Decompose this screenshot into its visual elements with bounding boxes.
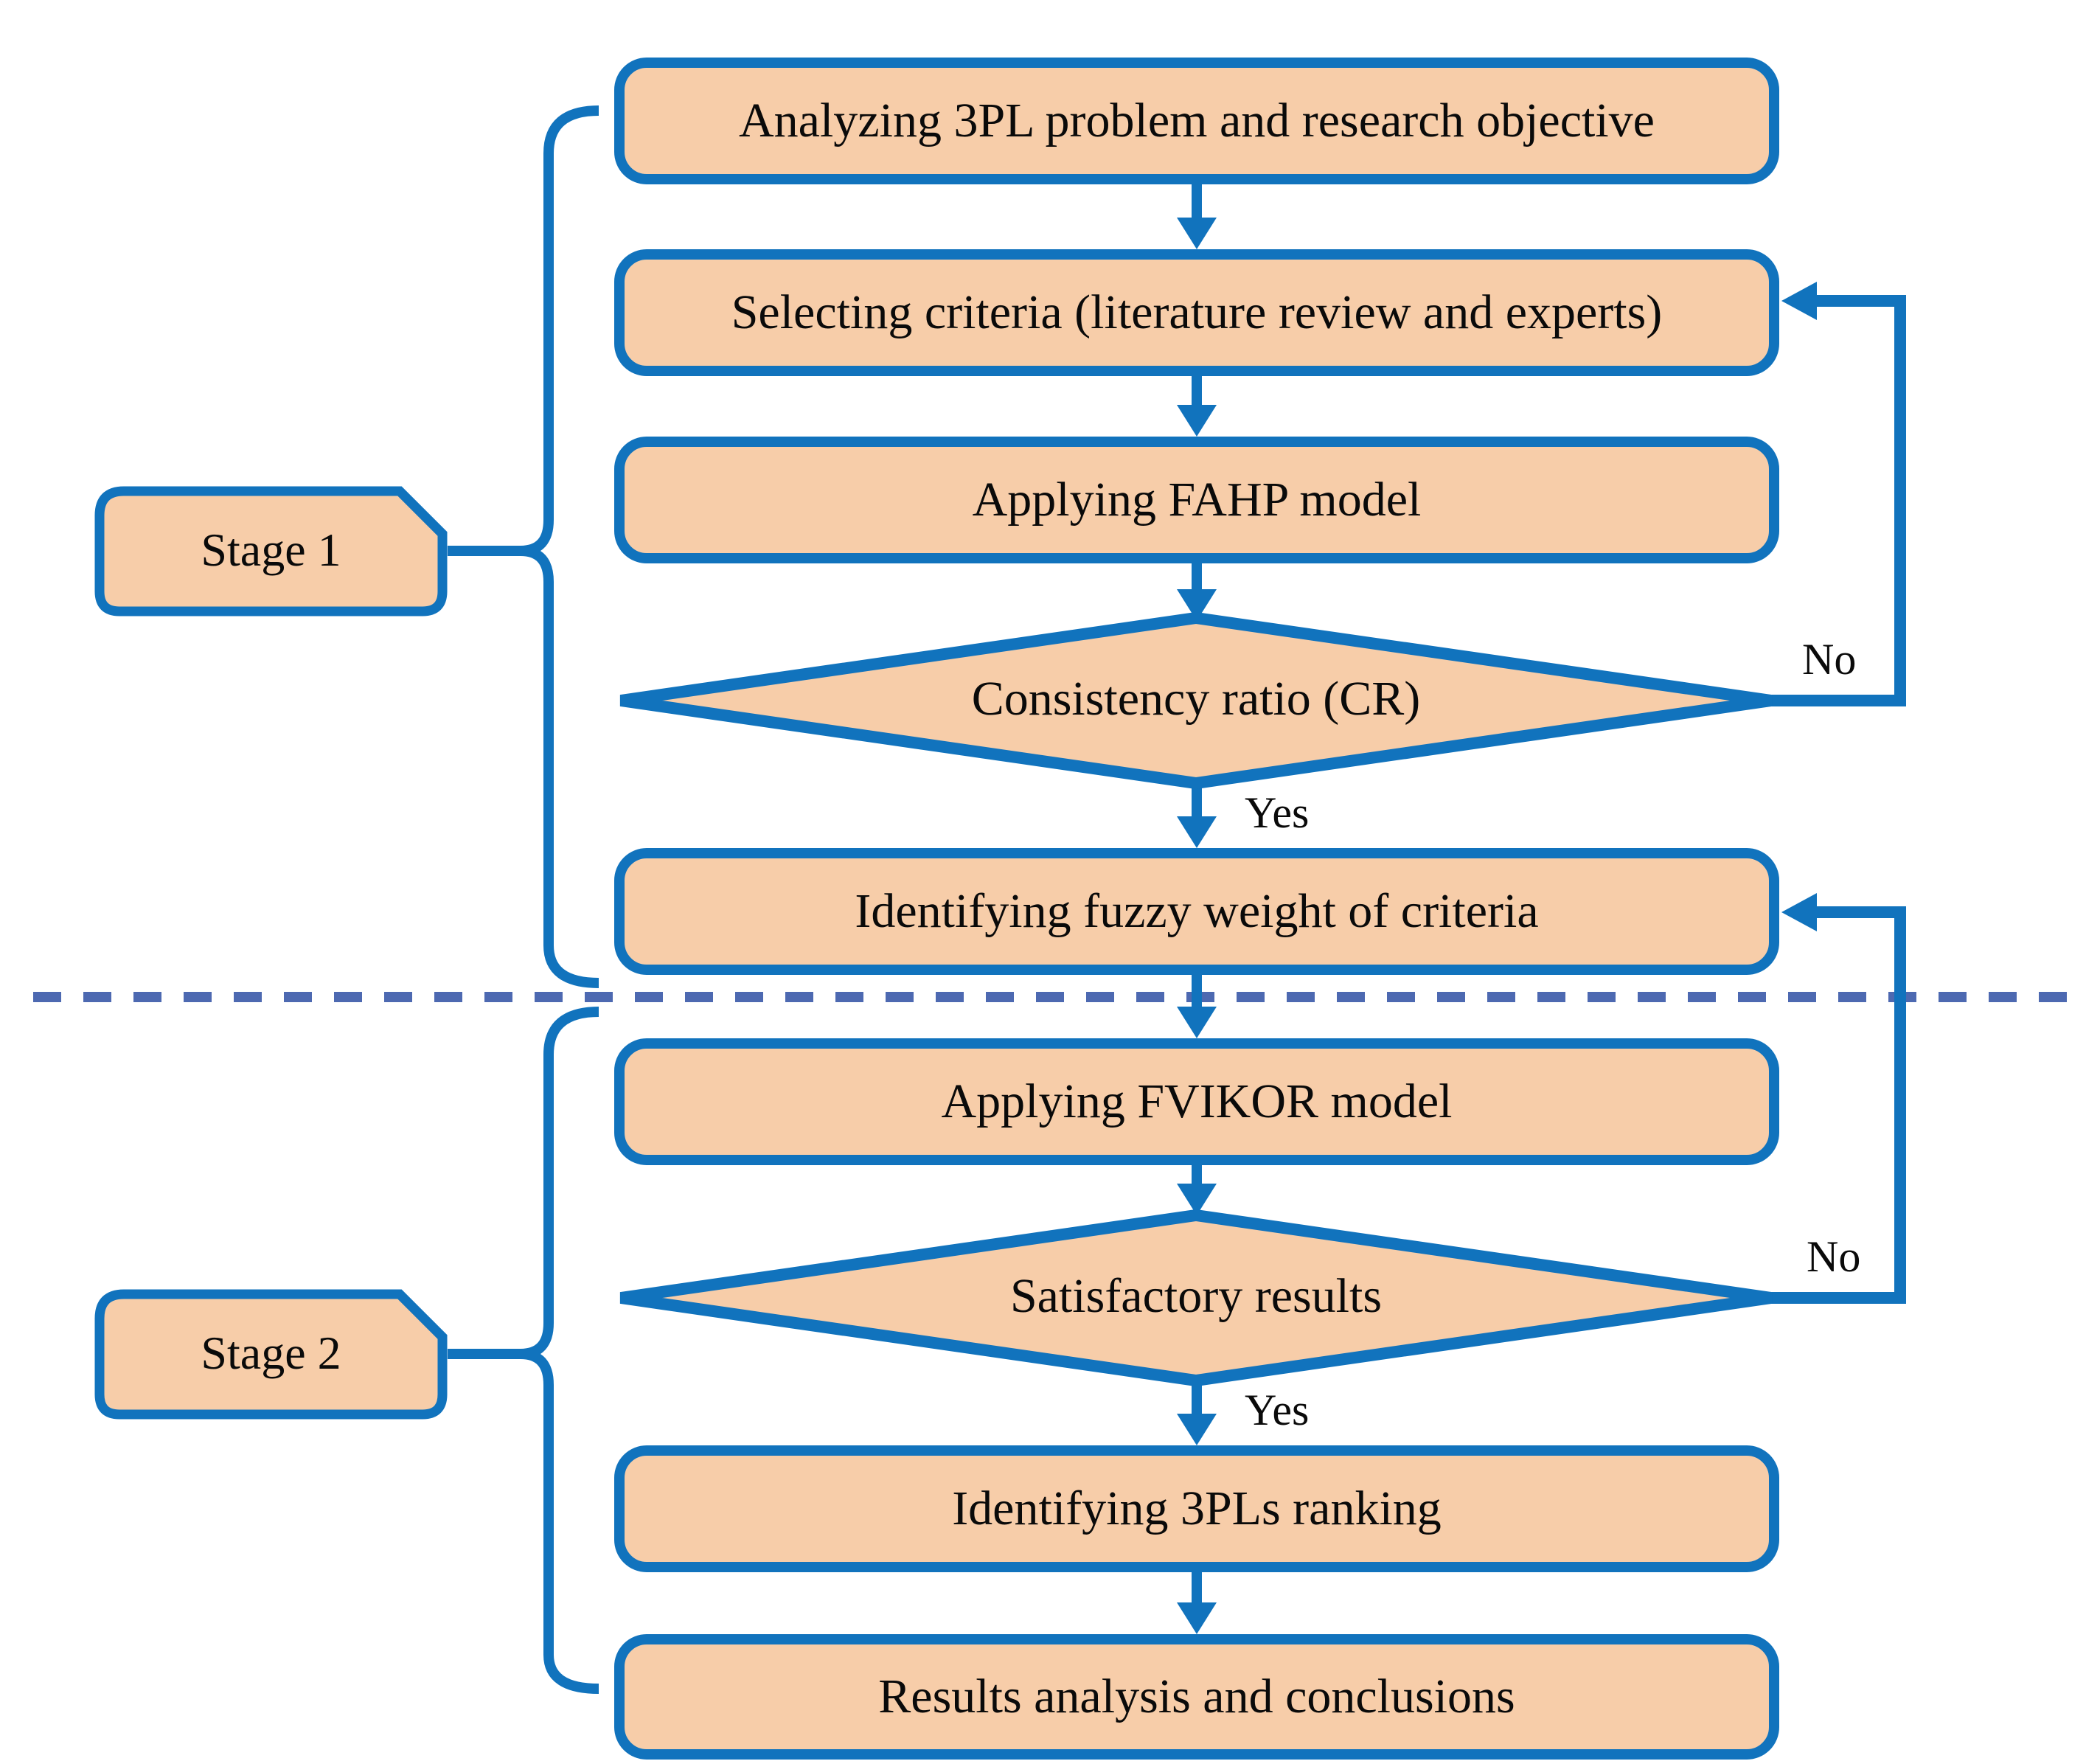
edge-label-yes-satisfactory: Yes	[1245, 1386, 1310, 1434]
process-box-results: Results analysis and conclusions	[614, 1634, 1779, 1760]
stage1-label: Stage 1	[201, 524, 341, 576]
process-box-fvikor: Applying FVIKOR model	[614, 1038, 1779, 1165]
stage2-label: Stage 2	[201, 1327, 341, 1379]
process-box-analyze: Analyzing 3PL problem and research objec…	[614, 58, 1779, 184]
process-box-fuzzy-weights-label: Identifying fuzzy weight of criteria	[855, 884, 1539, 938]
stage2-box-shape	[94, 1289, 448, 1420]
arrow-cr-yes-to-weights	[1177, 783, 1217, 848]
arrow-ranking-to-results	[1177, 1572, 1217, 1634]
process-box-select-criteria: Selecting criteria (literature review an…	[614, 249, 1779, 376]
arrow-select-to-fahp	[1177, 376, 1217, 437]
arrow-analyze-to-select	[1177, 184, 1217, 249]
process-box-fahp-label: Applying FAHP model	[972, 473, 1422, 527]
no-loop2-arrowhead-icon	[1781, 893, 1817, 931]
decision-satisfactory-diamond-shape	[619, 1209, 1773, 1387]
process-box-fvikor-label: Applying FVIKOR model	[941, 1074, 1453, 1128]
process-box-results-label: Results analysis and conclusions	[878, 1670, 1515, 1723]
no-loop1-arrowhead-icon	[1781, 282, 1817, 320]
process-box-fahp: Applying FAHP model	[614, 437, 1779, 563]
process-box-ranking: Identifying 3PLs ranking	[614, 1445, 1779, 1572]
arrow-fvikor-to-satisfactory	[1177, 1165, 1217, 1215]
arrow-satisfactory-yes-to-ranking	[1177, 1380, 1217, 1445]
stage1-box-shape	[94, 486, 448, 616]
decision-cr-diamond-shape	[619, 611, 1773, 790]
process-box-ranking-label: Identifying 3PLs ranking	[952, 1482, 1442, 1535]
process-box-select-criteria-label: Selecting criteria (literature review an…	[731, 285, 1663, 339]
arrow-fahp-to-cr	[1177, 563, 1217, 621]
no-loop2-line	[1771, 906, 1906, 1304]
stage2-brace	[520, 1007, 599, 1694]
process-box-analyze-label: Analyzing 3PL problem and research objec…	[739, 94, 1655, 147]
arrow-weights-to-fvikor	[1177, 975, 1217, 1038]
process-box-fuzzy-weights: Identifying fuzzy weight of criteria	[614, 848, 1779, 975]
stage1-brace	[520, 105, 599, 988]
no-loop1-line	[1771, 295, 1906, 706]
edge-label-yes-cr: Yes	[1245, 788, 1310, 837]
edge-label-no-satisfactory: No	[1807, 1232, 1861, 1281]
decision-cr-label: Consistency ratio (CR)	[971, 672, 1421, 726]
decision-satisfactory-label: Satisfactory results	[1009, 1269, 1383, 1323]
edge-label-no-cr: No	[1802, 635, 1857, 684]
